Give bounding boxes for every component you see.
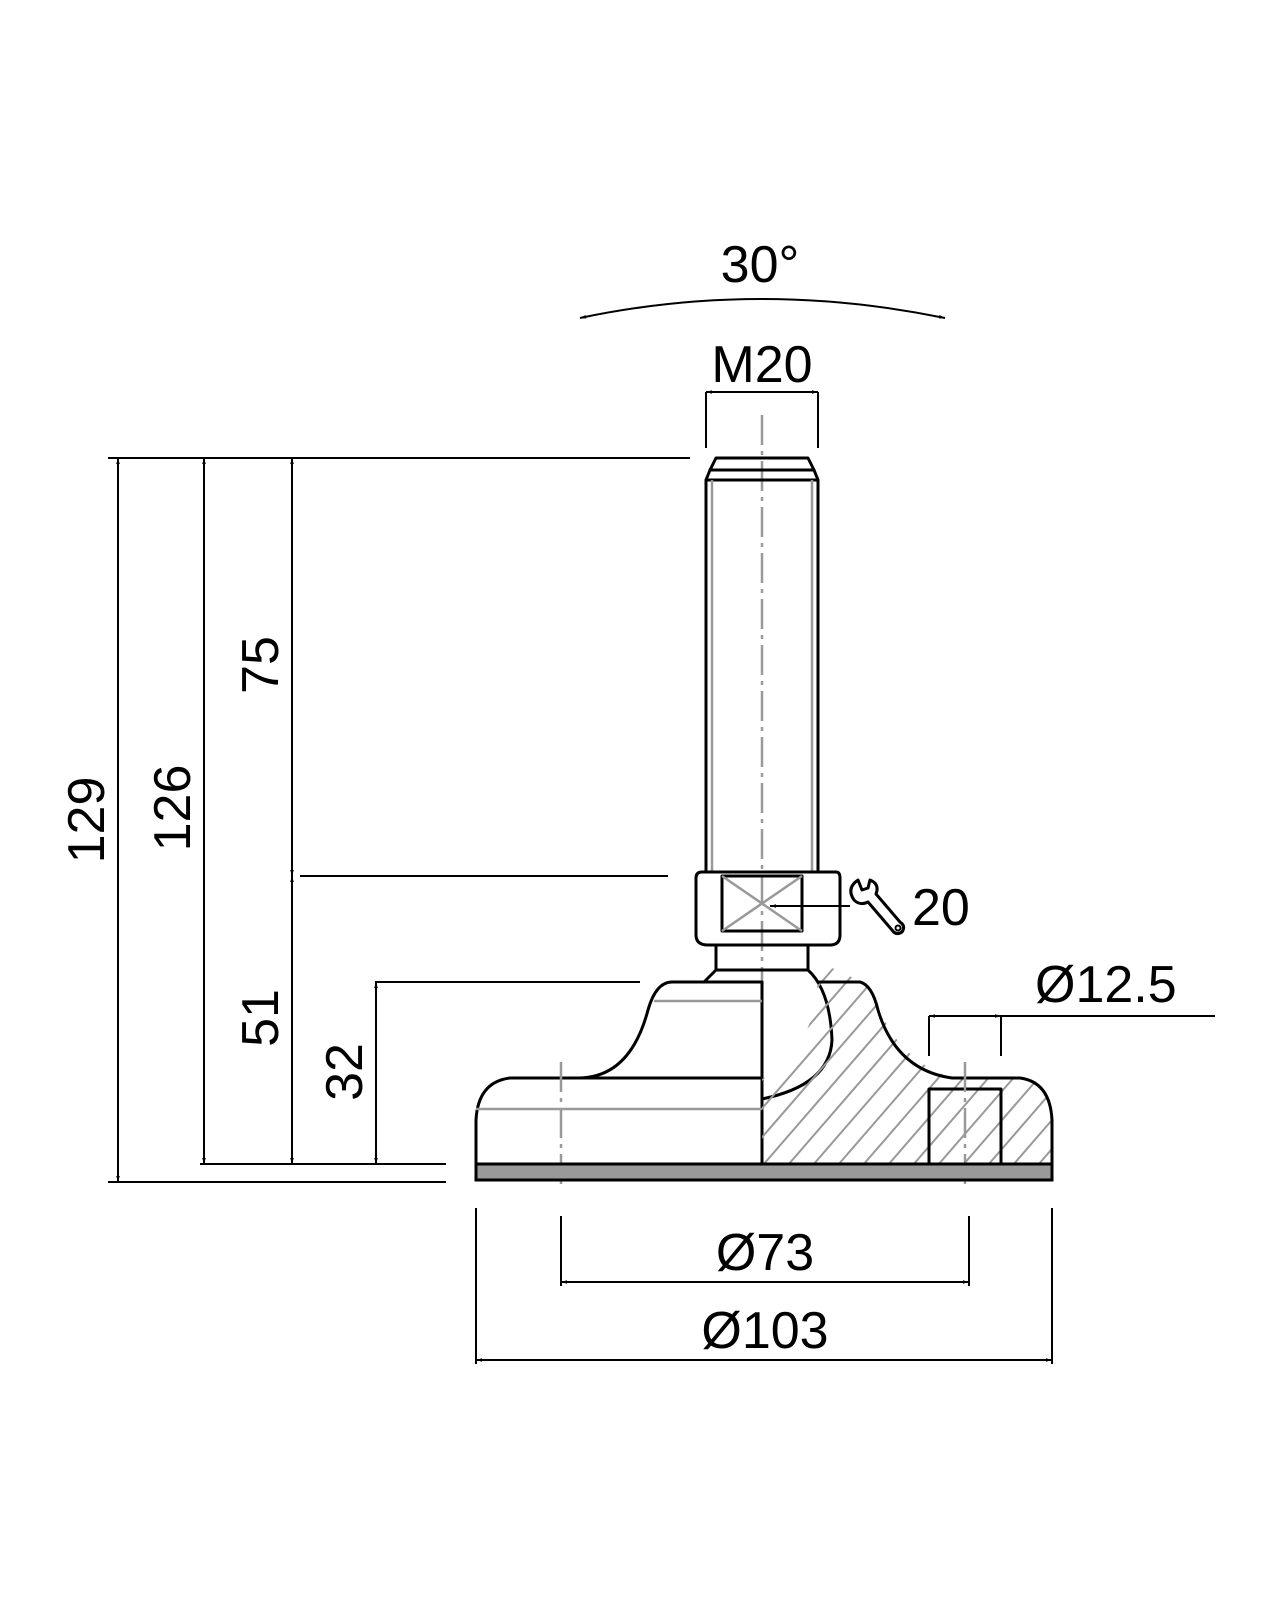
thread-dimension: M20	[705, 336, 819, 448]
thread-label: M20	[711, 336, 812, 394]
height-75-label: 75	[232, 636, 290, 694]
height-dimensions: 129 126 75 51 32	[58, 457, 690, 1183]
hole-dimension: Ø12.5	[928, 956, 1215, 1056]
angle-dimension: 30°	[579, 236, 946, 319]
hex-nut	[694, 870, 842, 947]
base-diameter-dimension: Ø103	[475, 1208, 1053, 1364]
angle-arc	[579, 298, 946, 319]
ball-joint	[702, 943, 834, 1101]
height-32-label: 32	[316, 1043, 374, 1101]
height-51-label: 51	[232, 989, 290, 1047]
wrench-icon	[849, 878, 906, 936]
angle-label: 30°	[721, 236, 800, 294]
base-diameter-label: Ø103	[701, 1302, 828, 1360]
bolt-circle-label: Ø73	[716, 1224, 814, 1282]
hole-diameter-label: Ø12.5	[1035, 956, 1177, 1014]
base-elevation	[474, 980, 764, 1190]
wrench-callout: 20	[770, 878, 970, 937]
threaded-stud	[704, 456, 820, 874]
wrench-label: 20	[912, 879, 970, 937]
bolt-circle-dimension: Ø73	[560, 1216, 970, 1286]
height-126-label: 126	[144, 765, 202, 852]
height-129-label: 129	[58, 777, 116, 864]
rubber-pad	[474, 1162, 1054, 1182]
